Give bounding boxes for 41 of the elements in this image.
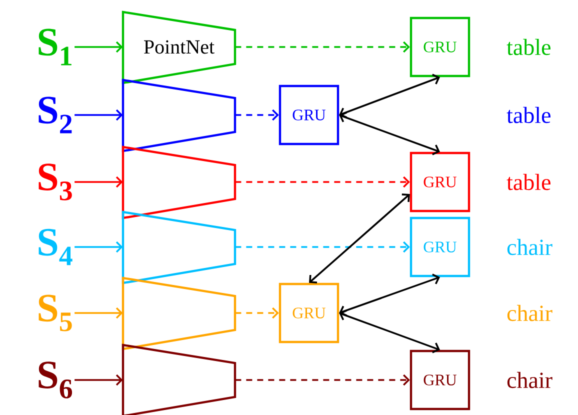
class-label: chair: [507, 238, 552, 256]
gru-box: GRU: [410, 16, 470, 78]
gru-box: GRU: [410, 216, 470, 278]
arrow: [339, 112, 440, 156]
class-label: chair: [507, 372, 552, 388]
set-label: S$_{3}$: [38, 164, 72, 200]
arrow: [74, 41, 123, 53]
arrow: [74, 176, 123, 188]
gru-box: GRU: [278, 84, 340, 146]
set-label: S$_{1}$: [38, 28, 72, 66]
encoder-trapezoid: PointNet: [122, 10, 236, 84]
set-label: S$_{2}$: [38, 96, 72, 134]
gru-box: GRU: [410, 152, 470, 212]
arrow: [339, 274, 440, 316]
set-label: S$_{4}$: [38, 228, 72, 266]
arrow: [309, 194, 410, 284]
encoder-trapezoid: [122, 210, 236, 284]
class-label: table: [506, 38, 550, 56]
set-label: S$_{5}$: [38, 294, 72, 332]
encoder-trapezoid: [122, 146, 236, 220]
arrow: [74, 109, 123, 121]
class-label: table: [506, 174, 550, 190]
class-label: chair: [507, 304, 552, 322]
arrow: [235, 109, 279, 121]
encoder-trapezoid: [122, 78, 236, 152]
arrow: [339, 74, 440, 118]
gru-box: GRU: [278, 282, 340, 344]
arrow: [74, 374, 123, 386]
encoder-trapezoid: [122, 276, 236, 350]
gru-box: GRU: [410, 350, 470, 410]
arrow: [339, 310, 440, 354]
arrow: [235, 307, 279, 319]
encoder-trapezoid: [122, 344, 236, 415]
arrow: [74, 241, 123, 253]
arrow: [235, 241, 410, 253]
arrow: [74, 307, 123, 319]
class-label: table: [506, 106, 550, 124]
set-label: S$_{6}$: [38, 362, 72, 398]
arrow: [235, 176, 410, 188]
arrow: [235, 374, 410, 386]
arrow: [235, 41, 410, 53]
